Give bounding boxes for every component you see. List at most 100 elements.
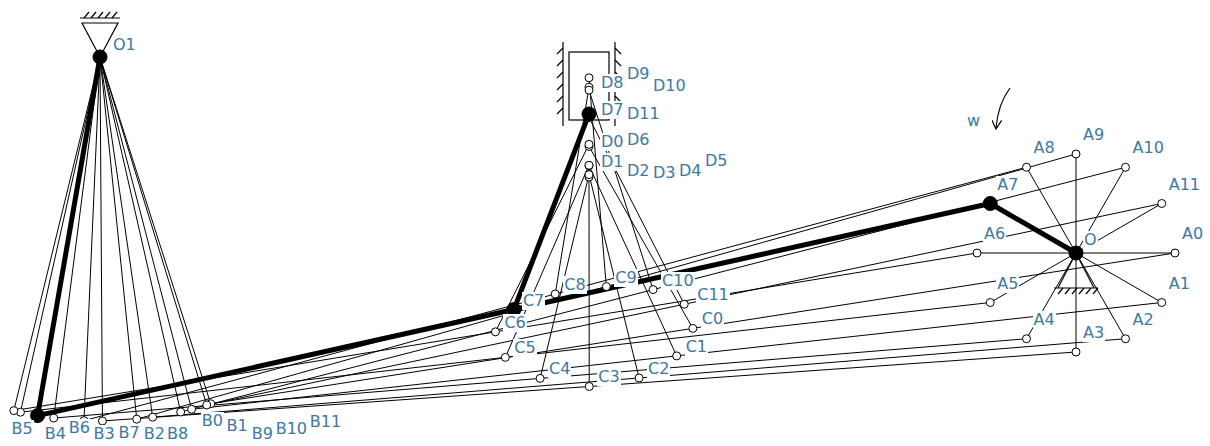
point-label: C5 <box>513 339 536 357</box>
point-label: C4 <box>548 360 571 378</box>
joint <box>1158 299 1166 307</box>
coupler-link <box>153 339 1126 417</box>
point-label: B5 <box>10 420 33 438</box>
point-label: D7 <box>600 101 625 119</box>
joint <box>1023 163 1031 171</box>
joint <box>177 408 185 416</box>
point-label: B8 <box>166 425 189 443</box>
point-label: C6 <box>503 314 526 332</box>
joint-bold <box>582 107 596 121</box>
coupler-link <box>211 253 1175 404</box>
point-label: A3 <box>1082 324 1105 342</box>
joint-bold <box>983 197 997 211</box>
point-label: D0 <box>600 133 625 151</box>
point-label: A6 <box>983 225 1006 243</box>
point-label: B9 <box>251 425 274 443</box>
coupler-link <box>137 154 1076 419</box>
point-label: B4 <box>44 425 67 443</box>
point-label: D8 <box>600 74 625 92</box>
rocker-link <box>38 57 100 416</box>
point-label: A7 <box>996 176 1019 194</box>
joint <box>1171 249 1179 257</box>
joint <box>536 374 544 382</box>
point-label: A4 <box>1033 311 1056 329</box>
joint <box>635 374 643 382</box>
point-label: A9 <box>1082 126 1105 144</box>
rocker-link <box>100 57 181 412</box>
joint <box>149 413 157 421</box>
joint <box>585 171 593 179</box>
point-label: B0 <box>201 412 224 430</box>
rocker-link <box>100 57 153 417</box>
point-label: D2 <box>626 162 651 180</box>
joint <box>501 353 509 361</box>
joint <box>585 382 593 390</box>
point-label: O <box>1083 231 1098 249</box>
coupler-bold <box>38 204 991 416</box>
joint <box>50 414 58 422</box>
point-label: A11 <box>1168 176 1201 194</box>
joint-bold <box>93 50 107 64</box>
point-label: A5 <box>996 275 1019 293</box>
joint <box>491 328 499 336</box>
joint <box>10 407 18 415</box>
joint <box>585 86 593 94</box>
point-label: B3 <box>92 425 115 443</box>
coupler-link <box>181 167 1126 412</box>
point-label: C3 <box>597 368 620 386</box>
point-label: D1 <box>600 153 625 171</box>
joint <box>1023 335 1031 343</box>
point-label: C1 <box>685 338 708 356</box>
point-label: A1 <box>1168 275 1191 293</box>
joint <box>1072 150 1080 158</box>
rocker-link <box>100 57 137 419</box>
rocker-link <box>100 57 192 409</box>
joint <box>689 324 697 332</box>
point-label: C9 <box>614 269 637 287</box>
joint <box>973 249 981 257</box>
crank-link <box>977 253 1076 254</box>
slider-rod <box>589 166 677 356</box>
joint <box>551 290 559 298</box>
joint <box>585 140 593 148</box>
point-label: B1 <box>226 417 249 435</box>
crank-link <box>1076 167 1126 253</box>
crank-link <box>1076 253 1077 352</box>
joint <box>986 299 994 307</box>
joint <box>1072 348 1080 356</box>
joint <box>1122 163 1130 171</box>
rocker-link <box>100 57 102 421</box>
point-label: B10 <box>275 420 308 438</box>
joint <box>1122 335 1130 343</box>
point-label: C11 <box>696 286 730 304</box>
slider-rod <box>589 177 590 386</box>
joint-bold <box>1069 246 1083 260</box>
slider-rod-bold <box>514 114 589 310</box>
joint <box>133 415 141 423</box>
joint <box>585 162 593 170</box>
crank-link <box>1076 253 1162 303</box>
point-label: A2 <box>1132 311 1155 329</box>
rocker-link <box>100 57 211 404</box>
slider-rod <box>540 175 589 379</box>
slider-rod <box>514 114 589 310</box>
point-label: B7 <box>118 424 141 442</box>
point-label: C7 <box>522 292 545 310</box>
joint <box>585 171 593 179</box>
crank-link <box>990 253 1076 303</box>
rocker-link <box>20 57 100 412</box>
point-label: D9 <box>626 65 651 83</box>
joint <box>1158 200 1166 208</box>
crank-link <box>1076 204 1162 254</box>
point-label: D3 <box>652 164 677 182</box>
point-label: B2 <box>143 425 166 443</box>
point-label: D4 <box>678 162 703 180</box>
rocker-bold <box>38 57 100 416</box>
point-label: A10 <box>1132 139 1165 157</box>
point-label: B11 <box>309 413 342 431</box>
point-label: C10 <box>661 272 695 290</box>
point-label: D5 <box>704 152 729 170</box>
joint <box>585 74 593 82</box>
joint <box>680 300 688 308</box>
